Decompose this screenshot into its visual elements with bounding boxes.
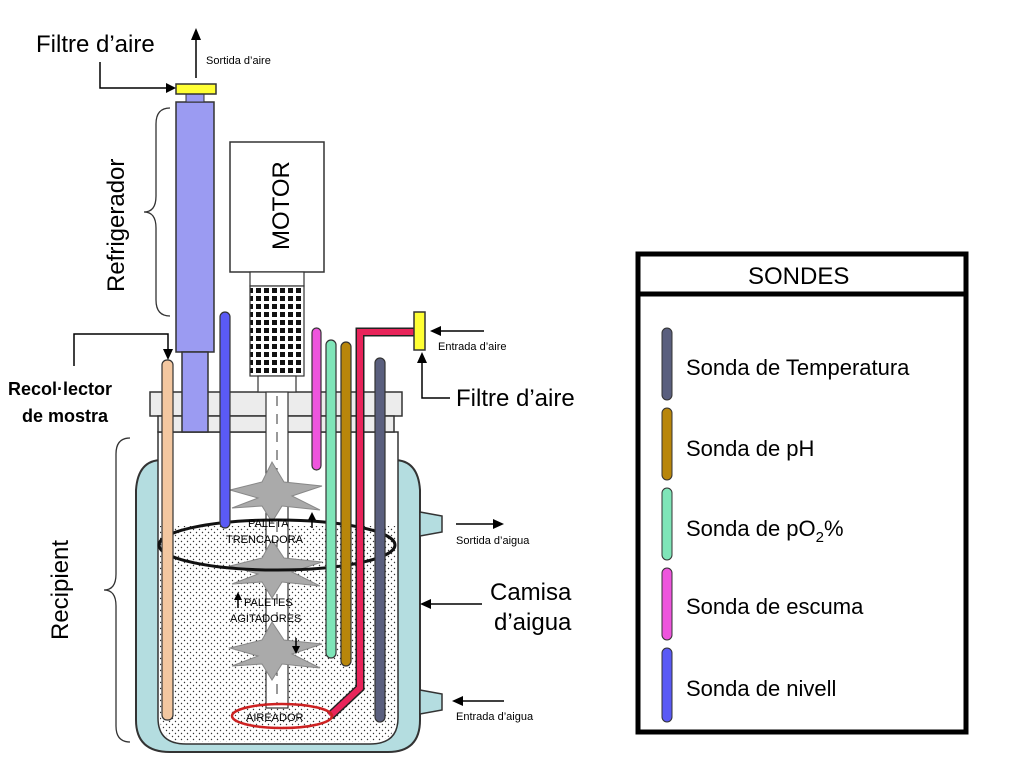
- water-inlet-label: Entrada d’aigua: [456, 711, 534, 723]
- legend-label-level: Sonda de nivell: [686, 676, 836, 701]
- water-outlet-nozzle: [419, 511, 443, 537]
- liquid-surface-ring: [157, 518, 397, 572]
- sample-collector-tube: [161, 359, 174, 721]
- condenser-lower: [181, 351, 209, 433]
- jacket-arrowhead: [420, 599, 431, 609]
- sampler-arrowhead: [163, 349, 173, 360]
- motor-box: [229, 141, 325, 273]
- ph-probe: [340, 341, 352, 667]
- recipient-brace: [103, 437, 131, 743]
- side-air-filter: [413, 311, 426, 351]
- sampler-label-2: de mostra: [22, 406, 109, 426]
- breaker-up-arrowhead: [308, 512, 316, 520]
- sampler-label-1: Recol·lector: [8, 379, 112, 399]
- legend-label-po2: Sonda de pO2%: [686, 516, 844, 546]
- legend-swatch-level: [661, 647, 673, 723]
- air-outlet-arrowhead: [191, 28, 201, 40]
- refrigerador-label: Refrigerador: [103, 159, 130, 292]
- agitator-paddles-label-1: PALETES: [244, 597, 293, 609]
- water-outlet-arrowhead: [493, 519, 504, 529]
- breaker-paddle-label-1: PALETA: [248, 518, 289, 530]
- legend-label-foam: Sonda de escuma: [686, 594, 864, 619]
- side-filter-arrowhead: [417, 352, 427, 363]
- legend-frame: [635, 251, 969, 735]
- air-outlet-label: Sortida d’aire: [206, 55, 271, 67]
- impeller-breaker: [228, 460, 323, 523]
- top-filter-arrowhead: [166, 83, 176, 93]
- aerator-label: AIREADOR: [246, 712, 304, 724]
- po2-probe: [325, 339, 337, 659]
- jacket-label-1: Camisa: [490, 579, 572, 606]
- legend-label-ph: Sonda de pH: [686, 436, 814, 461]
- temperature-probe: [374, 357, 386, 723]
- agitator-up-arrowhead: [234, 592, 242, 600]
- air-inlet-label: Entrada d’aire: [438, 341, 507, 353]
- jacket-label-2: d’aigua: [494, 609, 572, 636]
- top-filter-label: Filtre d’aire: [36, 31, 155, 58]
- side-filter-pointer: [421, 360, 450, 399]
- legend-swatch-foam: [661, 567, 673, 641]
- side-filter-label: Filtre d’aire: [456, 385, 575, 412]
- legend-swatch-temperature: [661, 327, 673, 401]
- agitator-paddles-label-2: AGITADORES: [230, 613, 301, 625]
- legend-swatch-po2: [661, 487, 673, 561]
- condenser-tube: [175, 101, 215, 353]
- water-inlet-nozzle: [419, 689, 443, 715]
- refrigerador-brace: [143, 107, 171, 317]
- impeller-agitator-2: [228, 621, 323, 681]
- top-air-filter: [175, 83, 217, 95]
- legend-swatch-ph: [661, 407, 673, 481]
- sampler-pointer: [73, 333, 169, 366]
- legend-label-temperature: Sonda de Temperatura: [686, 355, 910, 380]
- legend-title: SONDES: [748, 263, 849, 290]
- air-inlet-arrowhead: [430, 326, 441, 336]
- top-filter-pointer: [99, 62, 168, 89]
- agitator-down-arrowhead: [292, 646, 300, 654]
- motor-coupling-mesh: [249, 285, 305, 377]
- foam-probe: [311, 327, 322, 471]
- motor-label: MOTOR: [268, 161, 295, 250]
- water-inlet-arrowhead: [452, 696, 463, 706]
- level-probe: [219, 311, 231, 529]
- aerator-ring: [230, 702, 334, 730]
- air-supply-line-fill: [327, 329, 416, 719]
- shaft-upper: [257, 375, 297, 393]
- breaker-paddle-label-2: TRENCADORA: [226, 534, 304, 546]
- water-outlet-label: Sortida d’aigua: [456, 535, 530, 547]
- condenser-cap: [185, 93, 205, 103]
- motor-coupling-top: [249, 271, 305, 287]
- recipient-label: Recipient: [47, 540, 74, 640]
